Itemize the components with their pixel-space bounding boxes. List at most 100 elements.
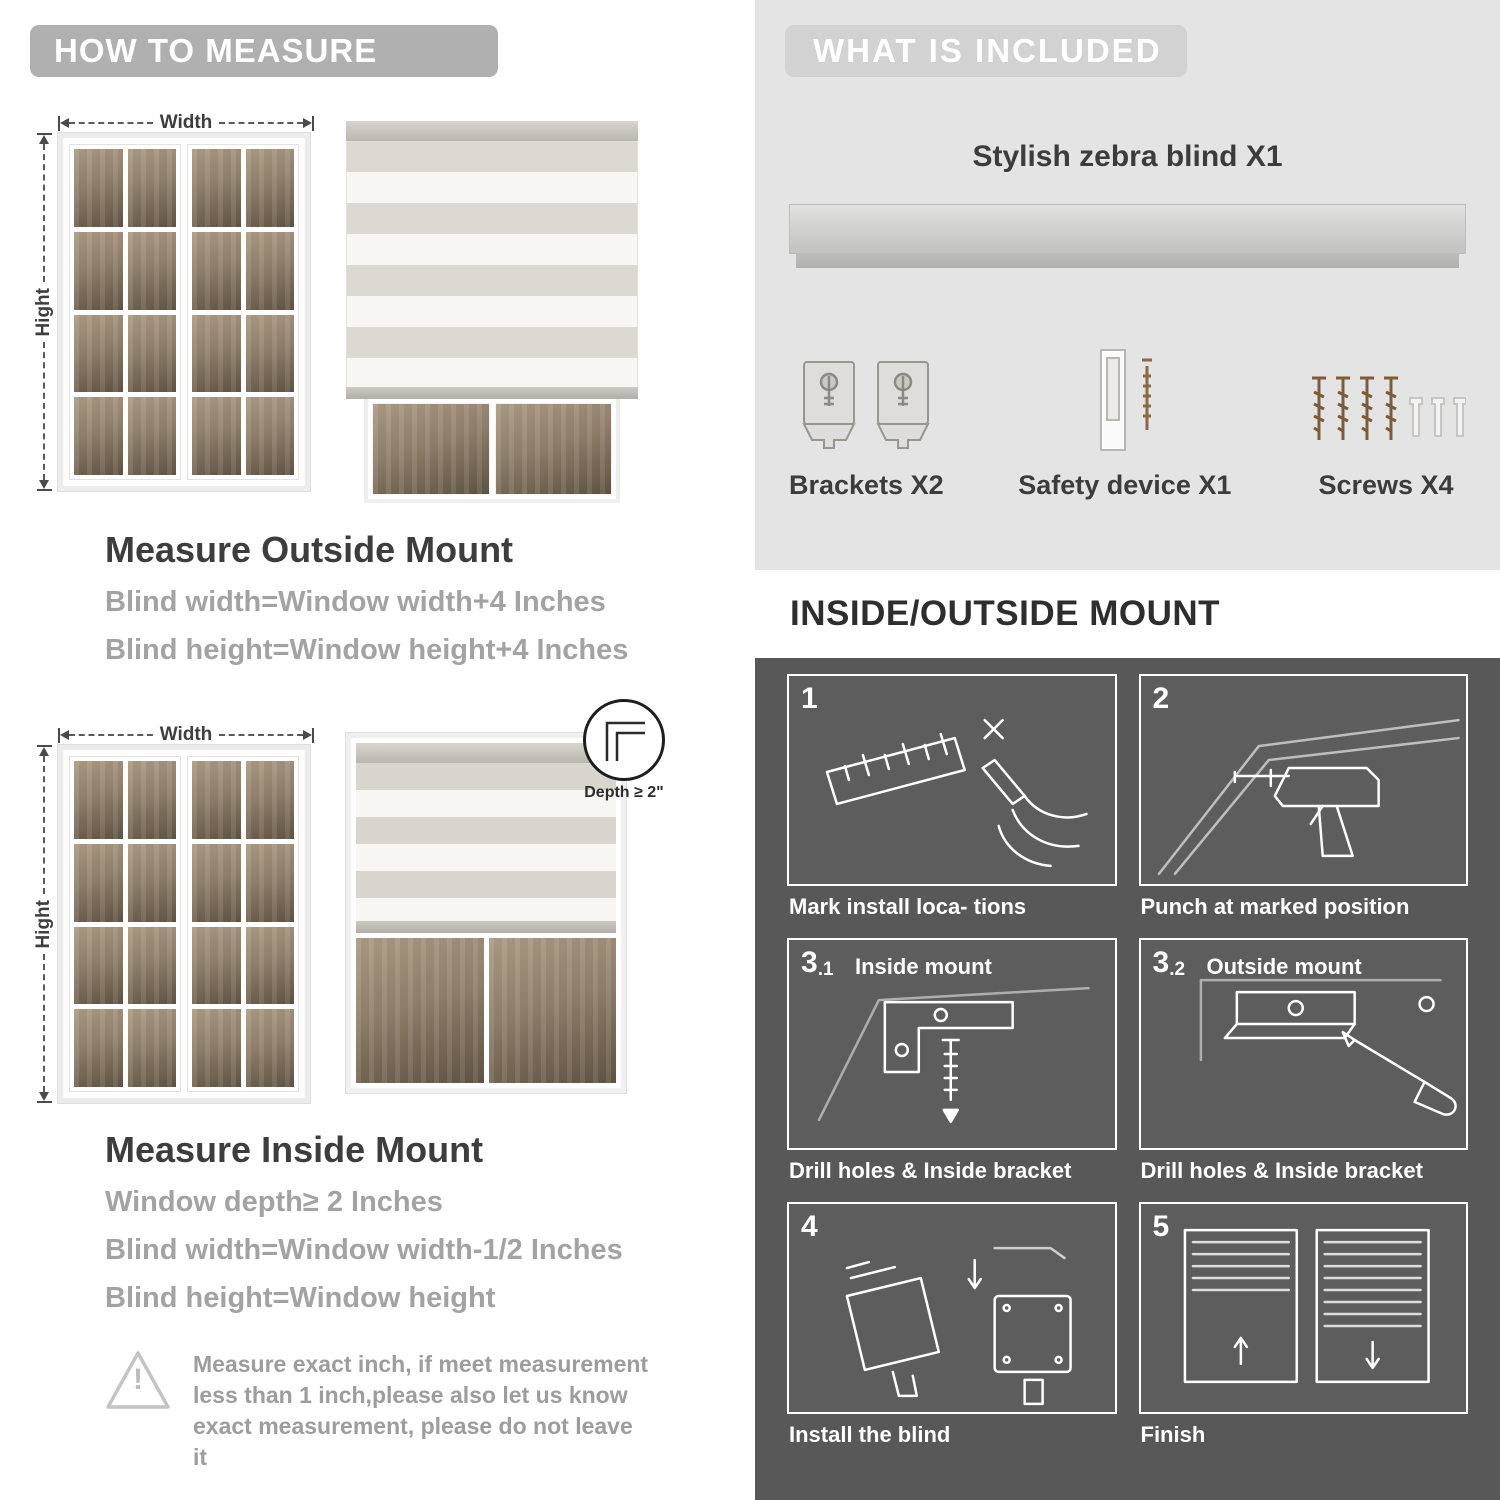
arrow-head-left xyxy=(60,730,69,740)
blind-headrail xyxy=(356,743,616,763)
step-caption: Drill holes & Inside bracket xyxy=(1140,1158,1423,1183)
window-frame xyxy=(346,733,626,1093)
step-2-box: 2 xyxy=(1138,674,1468,886)
what-is-included-header: WHAT IS INCLUDED xyxy=(785,25,1187,77)
height-arrow: Hight xyxy=(30,133,58,492)
dashed-line xyxy=(219,734,303,736)
inside-mount-line: Window depth≥ 2 Inches xyxy=(105,1186,443,1218)
included-item-brackets: Brackets X2 xyxy=(789,338,944,501)
step-number: 3.2 xyxy=(1152,946,1186,980)
step-caption: Drill holes & Inside bracket xyxy=(789,1158,1072,1183)
step-4: 4 xyxy=(787,1202,1117,1466)
step-caption: Finish xyxy=(1140,1422,1206,1447)
zebra-blind-outside-figure xyxy=(346,121,638,503)
outside-mount-title: Measure Outside Mount xyxy=(105,529,514,570)
blind-stripes xyxy=(356,763,616,921)
included-items: Brackets X2 xyxy=(789,338,1466,501)
arrow-head-down xyxy=(39,1092,49,1102)
warning-exclamation: ! xyxy=(133,1363,143,1396)
step-3-2: 3.2 Outside mount xyxy=(1138,938,1468,1202)
window-sash xyxy=(187,756,299,1092)
step-sublabel: Inside mount xyxy=(855,954,992,979)
inside-mount-figures: Width Hight xyxy=(30,699,755,1104)
step-3-1-box: 3.1 Inside mount xyxy=(787,938,1117,1150)
arrow-endcap xyxy=(36,1101,52,1104)
brackets-label: Brackets X2 xyxy=(789,470,944,500)
window-body: Hight xyxy=(30,745,320,1104)
step-caption: Install the blind xyxy=(789,1422,951,1447)
dashed-line xyxy=(69,734,153,736)
step-3-1-illustration xyxy=(817,986,1090,1124)
window-sash xyxy=(69,756,181,1092)
window-figure: Width Hight xyxy=(30,112,320,503)
arrow-endcap xyxy=(36,133,52,135)
step-caption: Punch at marked position xyxy=(1140,894,1410,919)
step-1-box: 1 xyxy=(787,674,1117,886)
brackets-illustration xyxy=(798,338,934,456)
safety-device-illustration xyxy=(1073,338,1177,456)
dashed-line xyxy=(43,954,45,1093)
safety-device-icon xyxy=(1099,349,1152,451)
step-5: 5 Finish xyxy=(1138,1202,1468,1466)
included-item-safety-device: Safety device X1 xyxy=(1018,338,1231,501)
blind-bar xyxy=(789,204,1466,254)
included-item-screws: Screws X4 xyxy=(1306,338,1466,501)
depth-circle xyxy=(583,699,665,781)
how-to-measure-panel: HOW TO MEASURE Width Hight xyxy=(30,25,755,1473)
included-and-mount-panel: WHAT IS INCLUDED Stylish zebra blind X1 xyxy=(755,0,1500,1500)
window-sash xyxy=(69,144,181,480)
step-number: 3.1 xyxy=(801,946,834,980)
window-below-blind xyxy=(356,933,616,1083)
inside-mount-line: Blind height=Window height xyxy=(105,1282,496,1314)
height-arrow: Hight xyxy=(30,745,58,1104)
step-caption: Mark install loca- tions xyxy=(789,894,1027,919)
step-5-box: 5 xyxy=(1138,1202,1468,1414)
dashed-line xyxy=(219,122,303,124)
arrow-endcap xyxy=(58,115,60,131)
how-to-measure-header: HOW TO MEASURE xyxy=(30,25,498,77)
arrow-head-right xyxy=(303,730,312,740)
blind-stripes xyxy=(346,141,638,387)
measure-warning: ! Measure exact inch, if meet measuremen… xyxy=(105,1349,675,1473)
inside-outside-mount-header: INSIDE/OUTSIDE MOUNT xyxy=(790,594,1221,633)
arrow-endcap xyxy=(312,727,314,743)
inside-mount-title: Measure Inside Mount xyxy=(105,1129,484,1170)
mount-steps-grid: 1 Mark install loca- tion xyxy=(787,674,1468,1466)
window-body: Hight xyxy=(30,133,320,492)
blind-bottomrail xyxy=(346,387,638,399)
screws-label: Screws X4 xyxy=(1318,470,1454,500)
width-arrow: Width xyxy=(58,112,314,133)
dashed-line xyxy=(69,122,153,124)
arrow-endcap xyxy=(312,115,314,131)
height-label: Hight xyxy=(33,287,54,337)
width-label: Width xyxy=(159,112,213,133)
screws-illustration xyxy=(1306,338,1466,456)
mount-steps-panel: 1 Mark install loca- tion xyxy=(755,658,1500,1500)
arrow-head-right xyxy=(303,118,312,128)
bracket-icon xyxy=(876,361,930,449)
warning-text: Measure exact inch, if meet measurement … xyxy=(193,1351,649,1471)
what-is-included-section: WHAT IS INCLUDED Stylish zebra blind X1 xyxy=(755,0,1500,570)
step-5-illustration xyxy=(1183,1228,1430,1384)
outside-mount-figures: Width Hight xyxy=(30,112,755,503)
warning-icon: ! xyxy=(105,1349,171,1411)
safety-device-label: Safety device X1 xyxy=(1018,470,1232,500)
arrow-endcap xyxy=(58,727,60,743)
width-arrow: Width xyxy=(58,724,314,745)
step-4-illustration xyxy=(845,1246,1072,1406)
dashed-line xyxy=(43,756,45,894)
arrow-endcap xyxy=(36,489,52,492)
window-figure: Width Hight xyxy=(30,724,320,1104)
zebra-blind-label: Stylish zebra blind X1 xyxy=(972,140,1283,173)
step-2: 2 Punch xyxy=(1138,674,1468,938)
arrow-head-up xyxy=(39,747,49,756)
step-3-1: 3.1 Inside mount xyxy=(787,938,1117,1202)
blind-bottomrail xyxy=(356,921,616,933)
width-label: Width xyxy=(159,724,213,745)
blind-bar-lip xyxy=(796,254,1459,268)
step-2-illustration xyxy=(1157,718,1460,876)
height-label: Hight xyxy=(33,899,54,949)
bracket-icon xyxy=(802,361,856,449)
step-number: 5 xyxy=(1152,1210,1170,1243)
